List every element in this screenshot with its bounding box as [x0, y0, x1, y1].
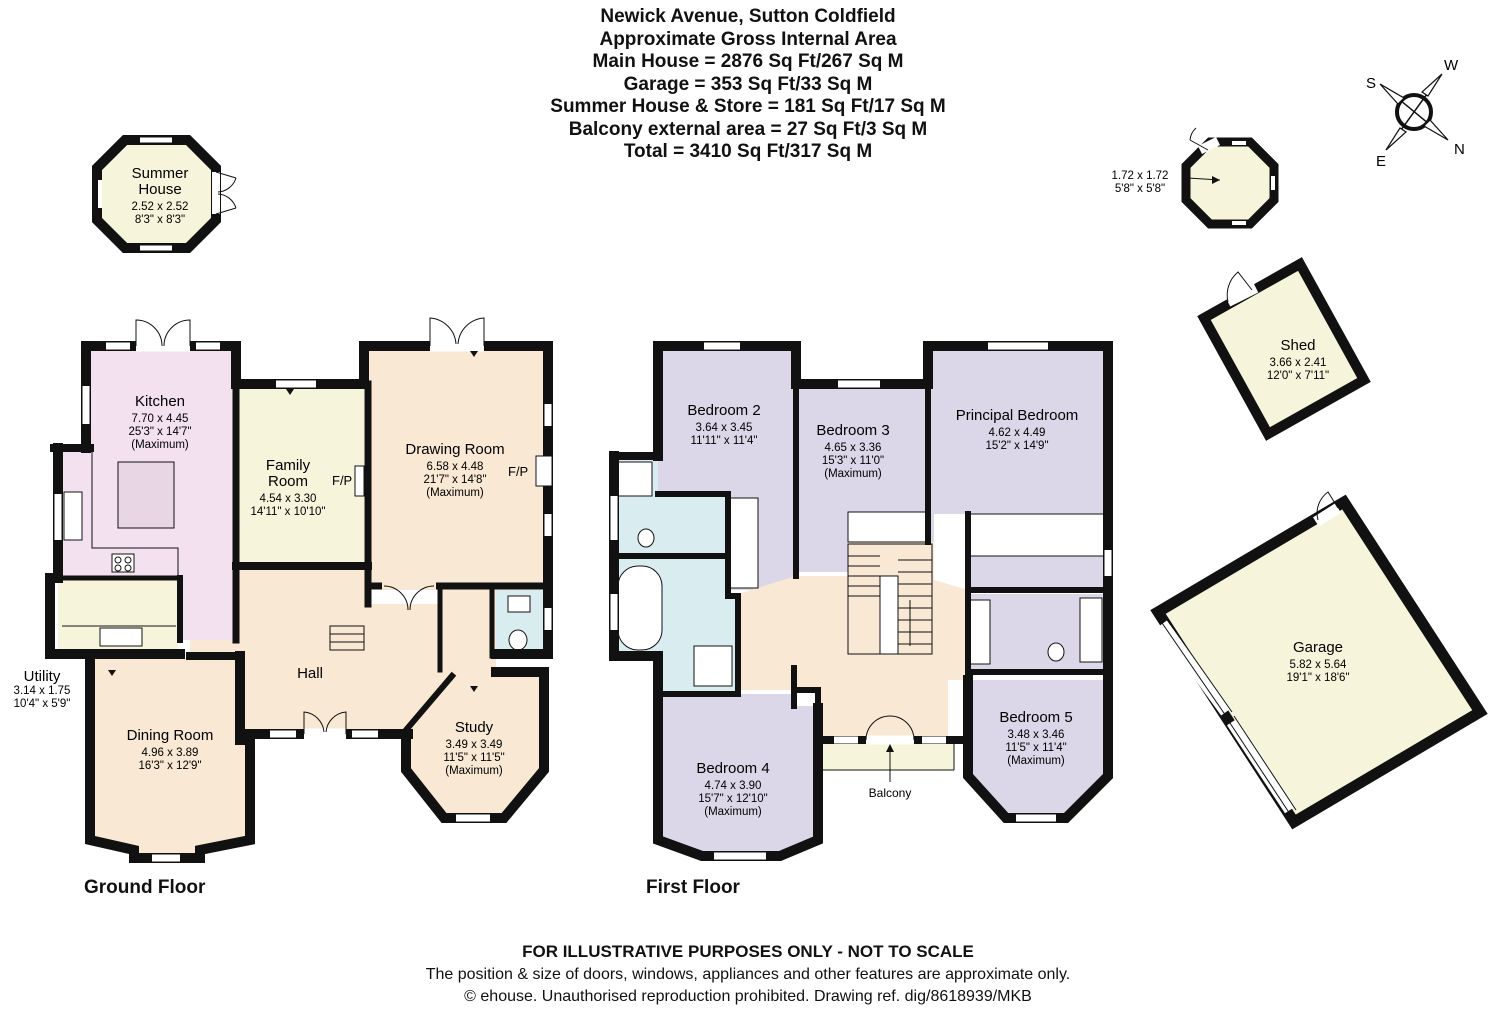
- room-dims-imperial: 16'3" x 12'9": [138, 760, 201, 772]
- room-name: House: [138, 181, 181, 198]
- utility-name: Utility: [24, 668, 61, 685]
- balcony-label: Balcony: [869, 786, 912, 800]
- header-total: Total = 3410 Sq Ft/317 Sq M: [623, 141, 873, 162]
- room-name: Family: [266, 457, 311, 474]
- compass-label-w: W: [1444, 57, 1459, 74]
- header-address: Newick Avenue, Sutton Coldfield: [600, 6, 896, 27]
- utility-dims-imperial: 10'4" x 5'9": [14, 698, 71, 710]
- header-gia-title: Approximate Gross Internal Area: [599, 28, 897, 50]
- room-dims-imperial: 21'7" x 14'8": [423, 474, 486, 486]
- compass-label-e: E: [1376, 153, 1386, 170]
- footer: FOR ILLUSTRATIVE PURPOSES ONLY - NOT TO …: [0, 942, 1496, 1006]
- room-name: Room: [268, 473, 308, 490]
- room-dims-metric: 4.96 x 3.89: [142, 747, 199, 759]
- room-name: Garage: [1293, 639, 1343, 656]
- garage: [1150, 491, 1488, 830]
- header-main-house: Main House = 2876 Sq Ft/267 Sq M: [592, 51, 904, 72]
- room-dims-metric: 3.49 x 3.49: [446, 739, 503, 751]
- footer-disclaimer-line2: © ehouse. Unauthorised reproduction proh…: [464, 988, 1032, 1005]
- compass-label-s: S: [1366, 75, 1376, 92]
- room-name: Drawing Room: [405, 441, 504, 458]
- store: [1181, 127, 1279, 229]
- store-label: 1.72 x 1.72 5'8" x 5'8": [1112, 170, 1169, 195]
- room-dims-imperial: 12'0" x 7'11": [1267, 370, 1329, 382]
- room-name: Dining Room: [127, 727, 214, 744]
- room-dims-note: (Maximum): [1007, 755, 1065, 767]
- header-garage: Garage = 353 Sq Ft/33 Sq M: [623, 73, 873, 95]
- room-dims-note: (Maximum): [824, 468, 882, 480]
- room-name: Principal Bedroom: [956, 407, 1079, 424]
- first-floor: [609, 341, 1113, 861]
- store-dims-metric: 1.72 x 1.72: [1112, 170, 1169, 182]
- room-dims-metric: 5.82 x 5.64: [1290, 659, 1348, 671]
- utility-dims-metric: 3.14 x 1.75: [14, 685, 71, 697]
- family-room-fireplace-label: F/P: [332, 473, 352, 488]
- compass-icon: S W E N: [1366, 57, 1465, 170]
- compass-label-n: N: [1454, 141, 1465, 158]
- summer-house: [92, 135, 237, 253]
- room-dims-imperial: 19'1" x 18'6": [1286, 672, 1349, 684]
- drawing-room-fireplace-label: F/P: [508, 464, 528, 479]
- room-dims-metric: 4.74 x 3.90: [705, 780, 762, 792]
- room-name: Bedroom 3: [816, 422, 889, 439]
- room-dims-imperial: 15'7" x 12'10": [698, 793, 767, 805]
- room-dims-metric: 4.62 x 4.49: [989, 427, 1046, 439]
- header-summer-house: Summer House & Store = 181 Sq Ft/17 Sq M: [550, 96, 946, 117]
- room-dims-imperial: 15'2" x 14'9": [985, 440, 1048, 452]
- room-dims-note: (Maximum): [445, 765, 503, 777]
- room-dims-metric: 4.54 x 3.30: [260, 493, 317, 505]
- room-name: Bedroom 4: [696, 760, 769, 777]
- utility-label: Utility 3.14 x 1.75 10'4" x 5'9": [14, 668, 71, 710]
- room-dims-metric: 3.48 x 3.46: [1008, 729, 1065, 741]
- store-dims-imperial: 5'8" x 5'8": [1115, 183, 1165, 195]
- room-dims-imperial: 14'11" x 10'10": [250, 506, 325, 518]
- room-name: Kitchen: [135, 393, 185, 410]
- header-balcony: Balcony external area = 27 Sq Ft/3 Sq M: [568, 118, 928, 140]
- room-dims-imperial: 11'5" x 11'5": [443, 752, 504, 764]
- room-label-hall: Hall: [297, 665, 323, 682]
- plan-header: Newick Avenue, Sutton Coldfield Approxim…: [0, 6, 1496, 164]
- room-name: Hall: [297, 665, 323, 682]
- room-name: Bedroom 5: [999, 709, 1072, 726]
- room-dims-metric: 3.64 x 3.45: [696, 422, 753, 434]
- room-dims-metric: 2.52 x 2.52: [132, 201, 189, 213]
- room-dims-imperial: 25'3" x 14'7": [128, 426, 191, 438]
- room-dims-metric: 7.70 x 4.45: [132, 413, 189, 425]
- room-dims-note: (Maximum): [704, 806, 762, 818]
- ground-floor: [45, 317, 553, 863]
- footer-disclaimer-line1: The position & size of doors, windows, a…: [425, 966, 1071, 983]
- room-name: Shed: [1280, 337, 1315, 354]
- room-dims-note: (Maximum): [426, 487, 484, 499]
- room-name: Study: [455, 719, 494, 736]
- room-dims-imperial: 15'3" x 11'0": [822, 455, 884, 467]
- first-floor-label: First Floor: [646, 877, 740, 898]
- ground-floor-label: Ground Floor: [84, 877, 206, 898]
- room-dims-metric: 4.65 x 3.36: [825, 442, 882, 454]
- room-dims-metric: 3.66 x 2.41: [1270, 357, 1327, 369]
- room-name: Summer: [132, 165, 189, 182]
- shed: [1197, 257, 1371, 441]
- footer-disclaimer-bold: FOR ILLUSTRATIVE PURPOSES ONLY - NOT TO …: [522, 942, 974, 961]
- room-name: Bedroom 2: [687, 402, 760, 419]
- room-dims-imperial: 8'3" x 8'3": [135, 214, 185, 226]
- room-dims-imperial: 11'11" x 11'4": [691, 435, 758, 447]
- room-dims-metric: 6.58 x 4.48: [427, 461, 484, 473]
- room-dims-note: (Maximum): [131, 439, 189, 451]
- room-dims-imperial: 11'5" x 11'4": [1005, 742, 1066, 754]
